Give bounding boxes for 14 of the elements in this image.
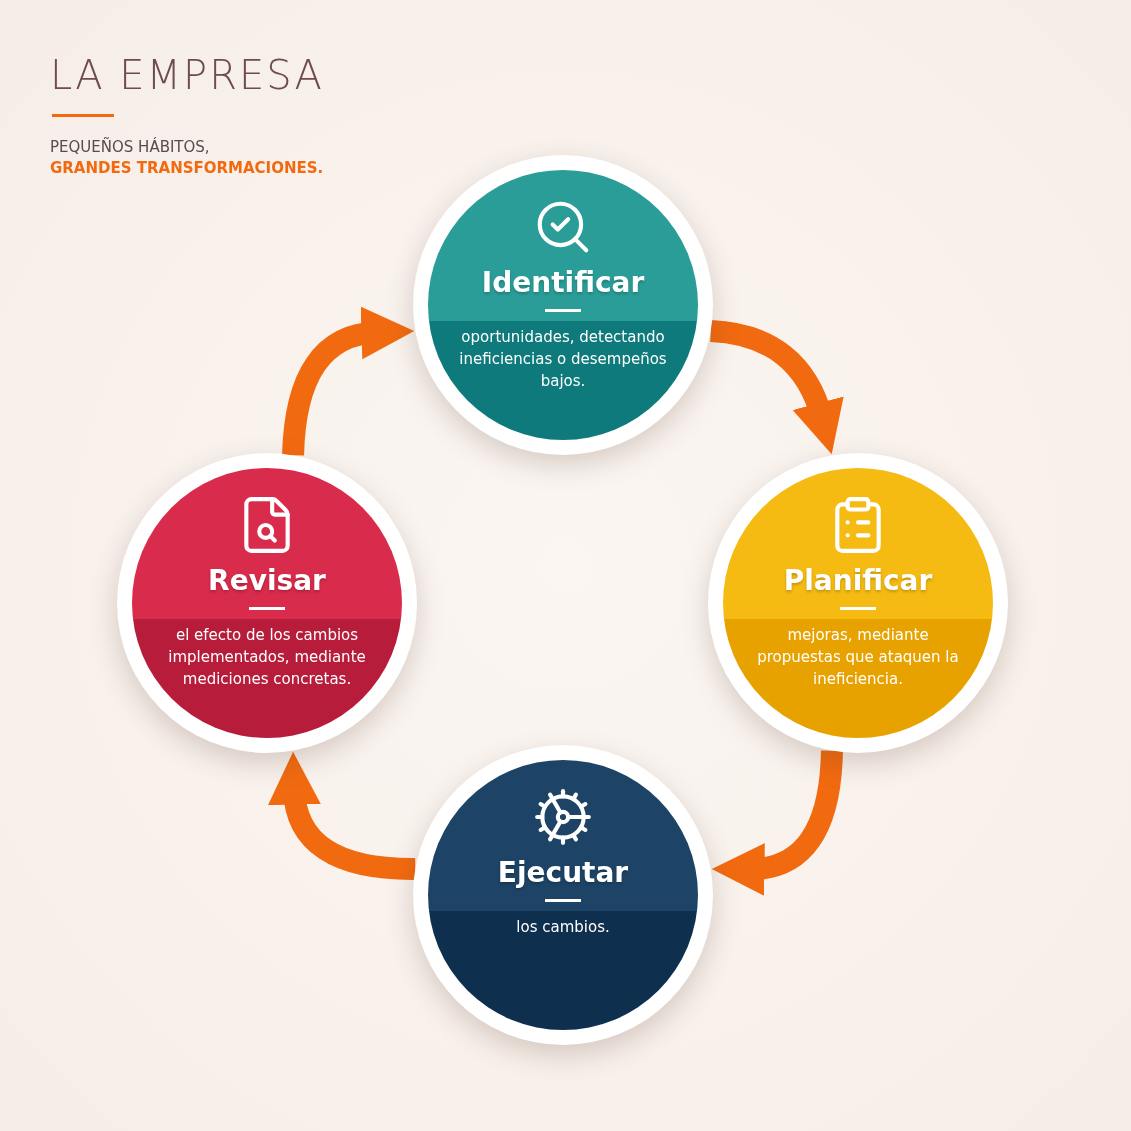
curved-arrow (711, 750, 843, 895)
step-title: Revisar (208, 564, 326, 597)
curved-arrow (282, 307, 415, 456)
step-description: los cambios. (515, 917, 611, 938)
curved-arrow (269, 751, 416, 880)
step-description: mejoras, mediante propuestas que ataquen la ineficiencia. (756, 625, 960, 690)
step-title: Planificar (783, 564, 933, 597)
tagline: GRANDES TRANSFORMACIONES. (50, 159, 324, 177)
step-description: el efecto de los cambios implementados, mediante mediciones concretas. (167, 625, 367, 690)
tagline: PEQUEÑOS HÁBITOS, (50, 138, 210, 156)
step-title: Ejecutar (497, 856, 629, 889)
step-title: Identificar (481, 266, 645, 299)
title: LA EMPRESA (50, 52, 324, 98)
step-description: oportunidades, detectando ineficiencias o desempeños bajos. (458, 327, 668, 392)
